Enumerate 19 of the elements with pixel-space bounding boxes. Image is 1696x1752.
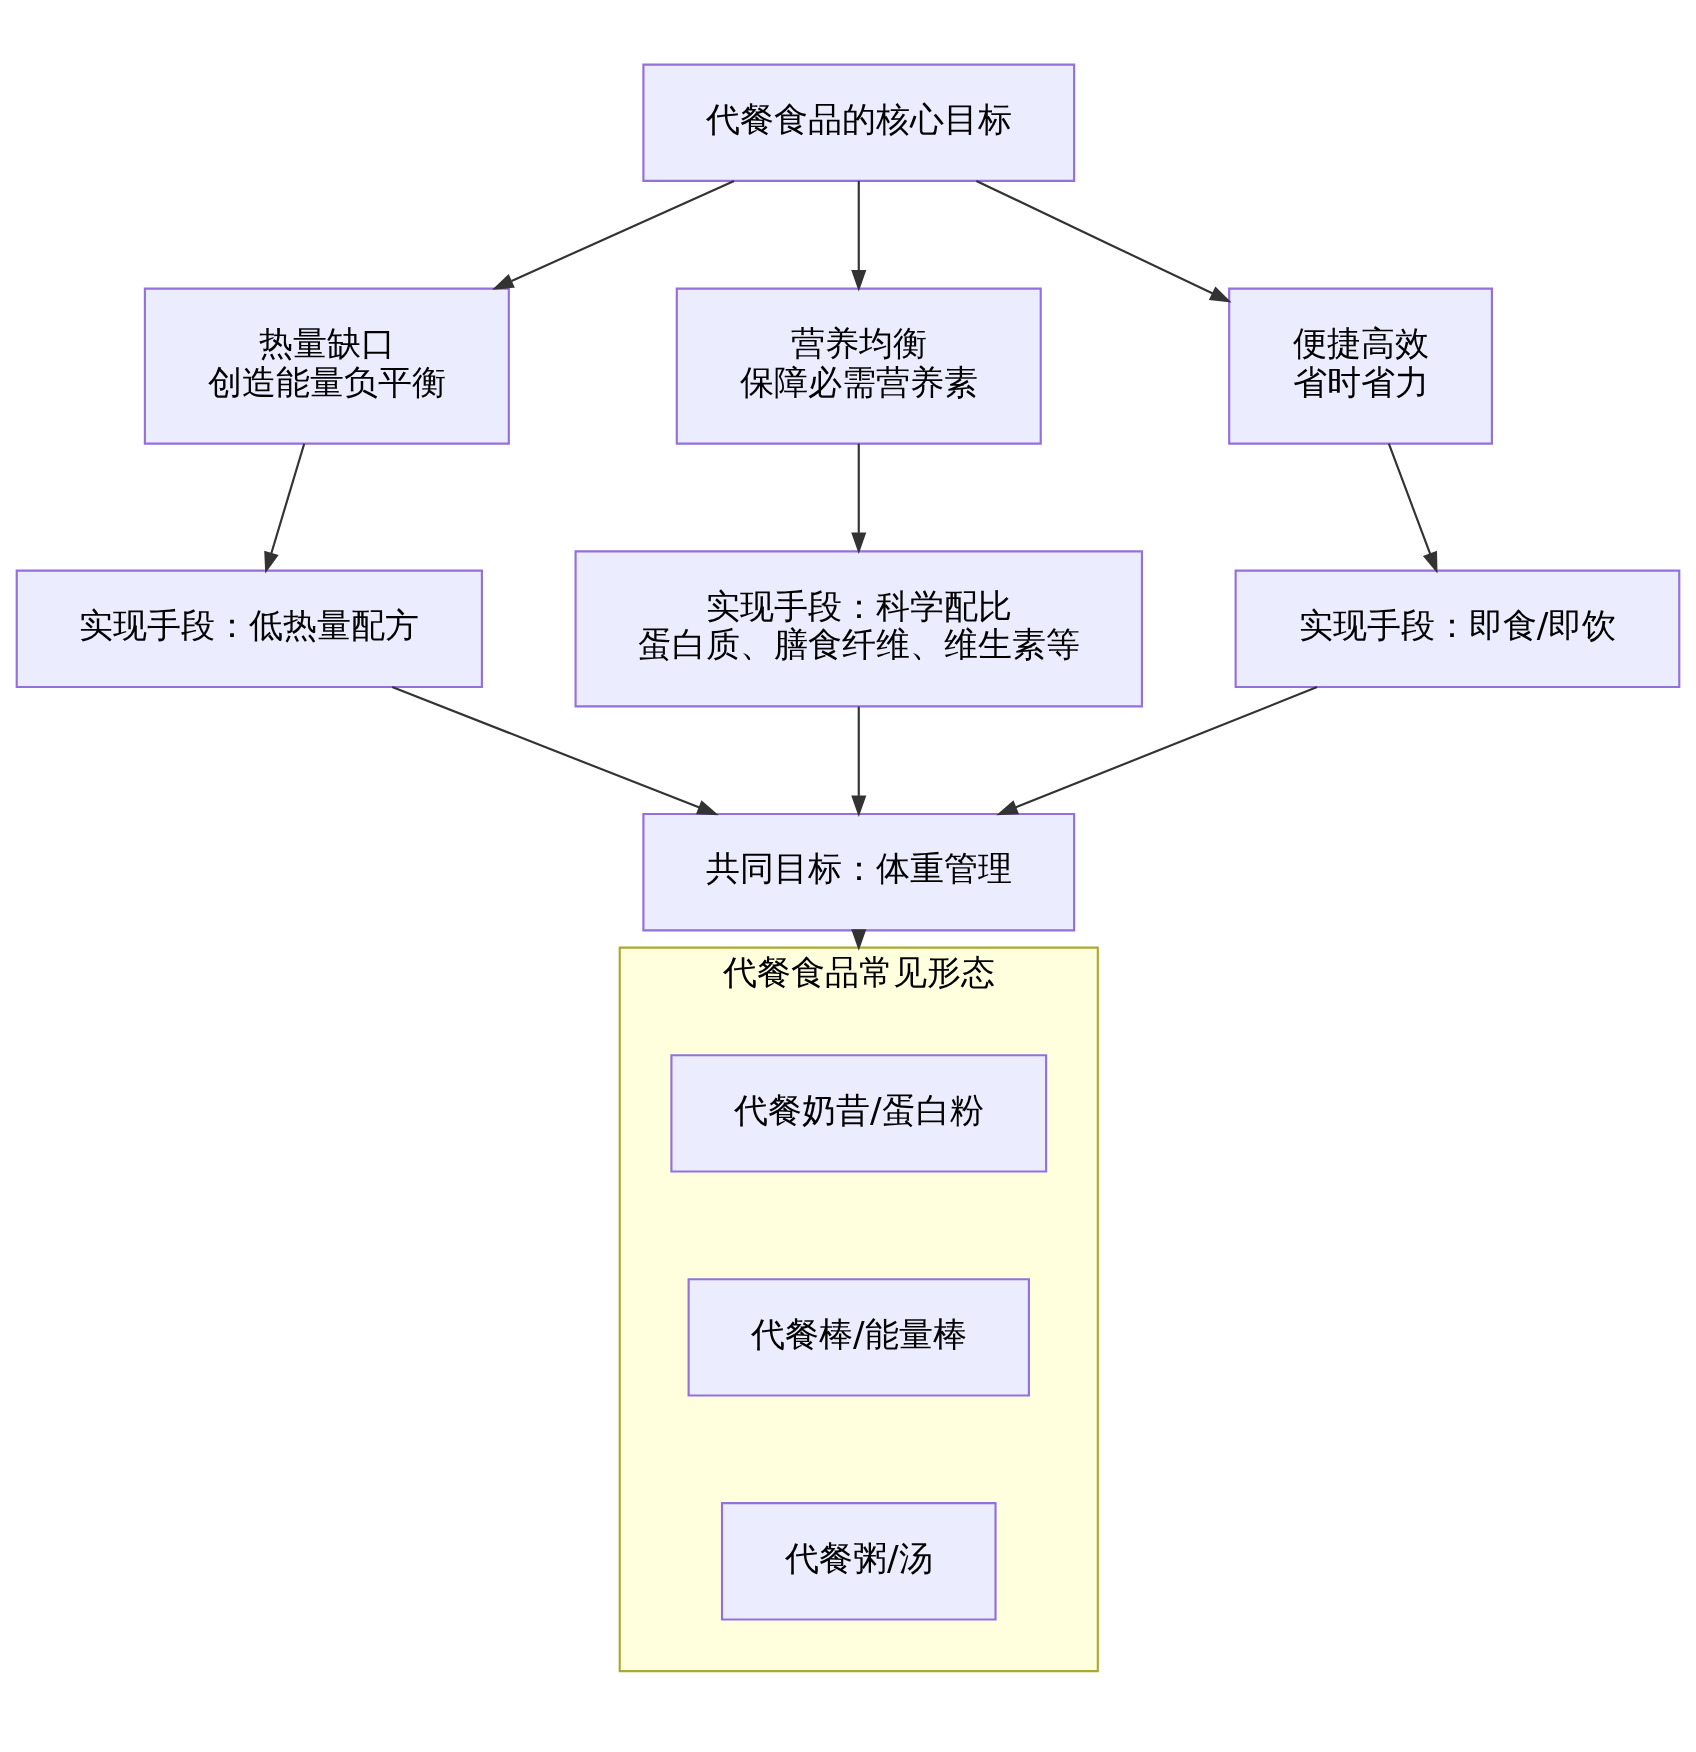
node-box: 营养均衡 保障必需营养素 <box>675 287 1042 445</box>
node-box: 实现手段：科学配比 蛋白质、膳食纤维、维生素等 <box>574 549 1144 707</box>
node-box: 实现手段：即食/即饮 <box>1234 569 1681 688</box>
node-box: 代餐粥/汤 <box>720 1501 997 1621</box>
arrow <box>996 685 1318 815</box>
arrow <box>975 179 1232 303</box>
arrow <box>1387 442 1438 574</box>
node-box: 便捷高效 省时省力 <box>1228 287 1493 445</box>
arrow <box>391 685 719 815</box>
node-box: 代餐棒/能量棒 <box>687 1277 1030 1397</box>
node-box: 代餐食品的核心目标 <box>642 63 1076 182</box>
node-box: 代餐奶昔/蛋白粉 <box>670 1053 1048 1173</box>
arrow <box>851 180 867 292</box>
arrow <box>851 706 867 817</box>
arrow <box>264 442 306 574</box>
node-box: 热量缺口 创造能量负平衡 <box>143 287 510 445</box>
arrow <box>492 179 735 290</box>
node-box: 实现手段：低热量配方 <box>15 569 483 688</box>
arrow <box>851 443 867 554</box>
